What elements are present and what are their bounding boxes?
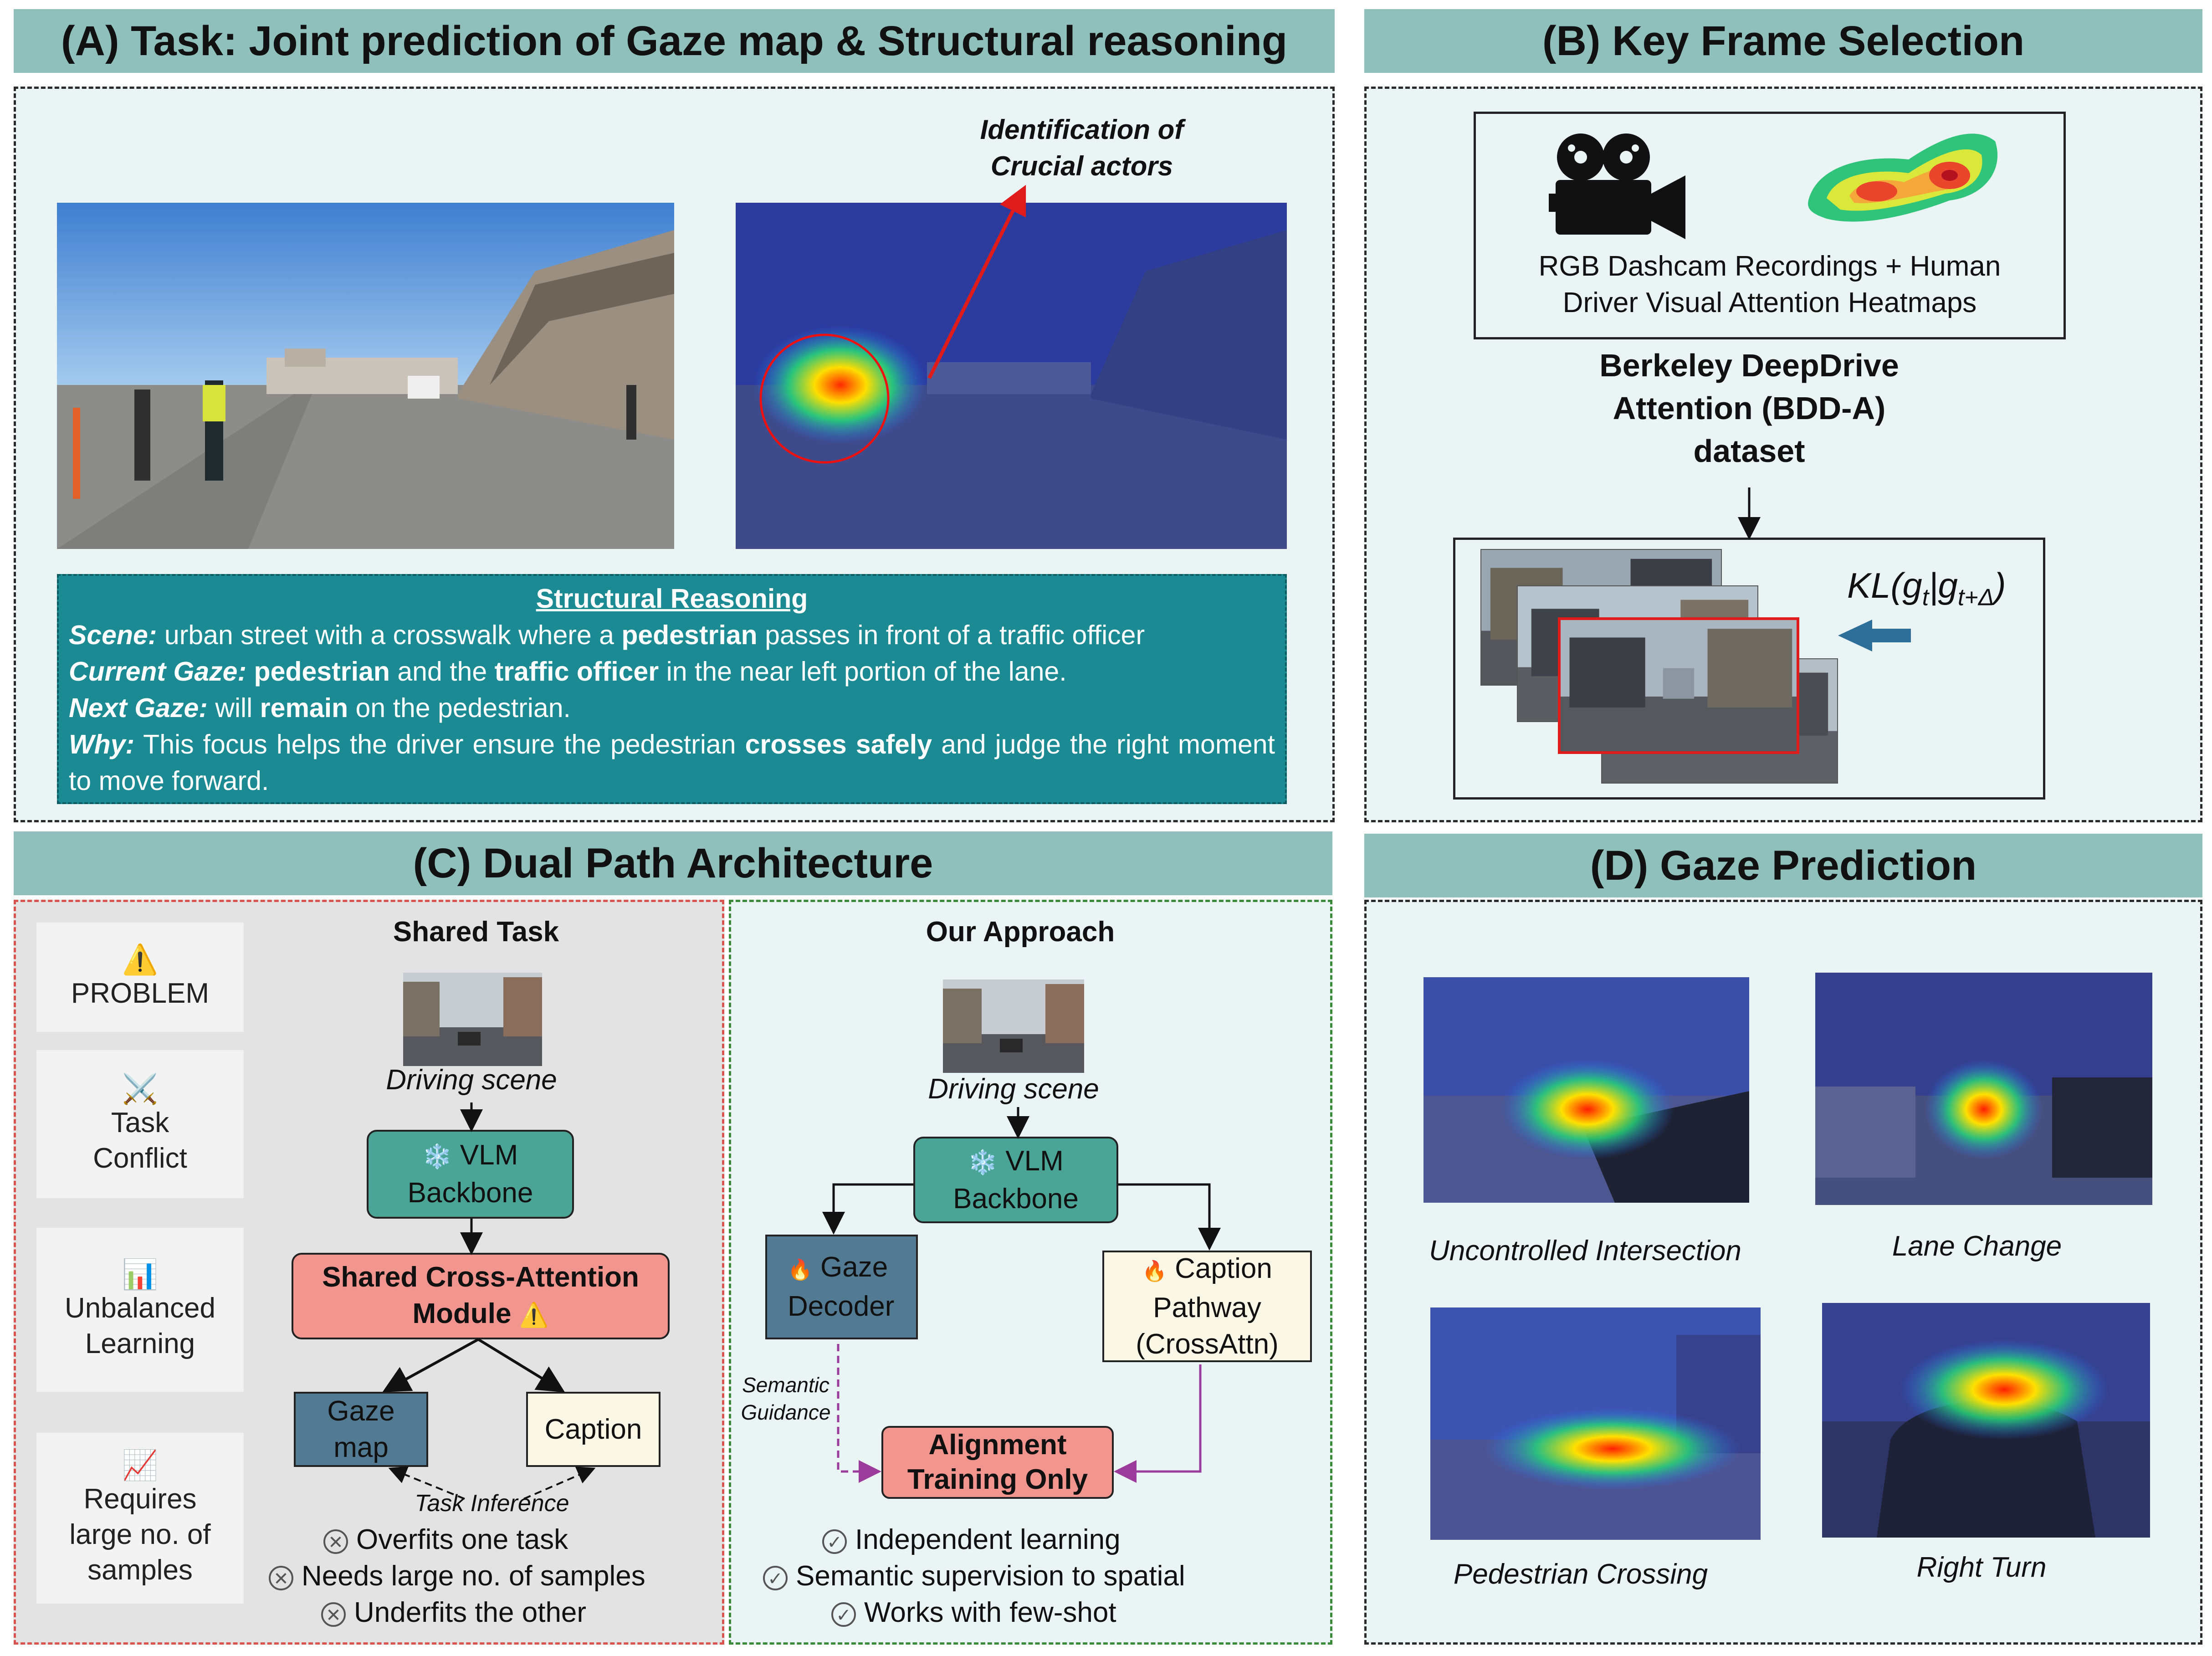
- bar-chart-icon: 📊: [122, 1258, 159, 1291]
- ours-bullet-2: ✓Semantic supervision to spatial: [763, 1558, 1185, 1594]
- unbalanced-learning-label: Unbalanced Learning: [65, 1292, 215, 1359]
- cross-icon: ✕: [323, 1529, 348, 1554]
- shared-caption-box: Caption: [526, 1392, 661, 1467]
- task-inference-label: Task Inference: [415, 1490, 569, 1517]
- ours-bullet-1: ✓Independent learning: [822, 1522, 1121, 1558]
- shared-scene-thumbnail: [403, 973, 542, 1066]
- gaze-result-pedestrian-crossing: [1430, 1307, 1761, 1540]
- cross-icon: ✕: [269, 1565, 293, 1590]
- gaze-result-uncontrolled-intersection: [1423, 977, 1749, 1203]
- ours-scene-thumbnail: [943, 979, 1084, 1073]
- annotation-arrow: [927, 185, 1026, 379]
- shared-bullet-1: ✕Overfits one task: [323, 1522, 568, 1558]
- dataset-line-2: Attention (BDD-A): [1613, 390, 1886, 426]
- structural-reasoning-box: Structural Reasoning Scene: urban street…: [57, 574, 1287, 804]
- cross-icon: ✕: [321, 1602, 346, 1627]
- check-icon: ✓: [763, 1565, 788, 1590]
- shared-bullet-3: ✕Underfits the other: [321, 1594, 586, 1631]
- source-line-2: Driver Visual Attention Heatmaps: [1562, 287, 1977, 318]
- warning-icon: ⚠️: [122, 943, 159, 976]
- camera-icon: [1549, 130, 1695, 239]
- arrow-left-icon: [1838, 620, 1911, 651]
- snowflake-icon: ❄️: [968, 1149, 998, 1176]
- ours-driving-scene-label: Driving scene: [928, 1073, 1099, 1105]
- check-icon: ✓: [831, 1602, 856, 1627]
- gaze-result-lane-change: [1815, 973, 2152, 1205]
- gaze-photo: [736, 203, 1287, 549]
- panel-a-header: (A) Task: Joint prediction of Gaze map &…: [14, 9, 1335, 73]
- panel-c-header: (C) Dual Path Architecture: [14, 831, 1332, 895]
- fire-icon: 🔥: [1142, 1260, 1167, 1282]
- street-photo: [57, 203, 674, 549]
- gaze-result-right-turn: [1822, 1303, 2150, 1538]
- caption-pathway-box: 🔥 Caption Pathway (CrossAttn): [1102, 1251, 1312, 1362]
- dataset-line-1: Berkeley DeepDrive: [1599, 348, 1899, 383]
- gaze-decoder-box: 🔥 Gaze Decoder: [765, 1235, 918, 1339]
- check-icon: ✓: [822, 1529, 847, 1554]
- structural-reasoning-title: Structural Reasoning: [536, 584, 808, 614]
- label-uncontrolled-intersection: Uncontrolled Intersection: [1429, 1235, 1741, 1266]
- kl-divergence-formula: KL(gt|gt+Δ): [1847, 565, 2006, 611]
- panel-b-title: (B) Key Frame Selection: [1542, 17, 2025, 64]
- current-gaze-line: Current Gaze: pedestrian and the traffic…: [69, 656, 1067, 687]
- shared-bullet-2: ✕Needs large no. of samples: [269, 1558, 645, 1594]
- problem-card: ⚠️ PROBLEM: [36, 923, 244, 1032]
- shared-cross-attention-module: Shared Cross-Attention Module ⚠️: [292, 1253, 670, 1339]
- annotation-line-1: Identification of: [980, 114, 1184, 145]
- large-samples-card: 📈 Requires large no. of samples: [36, 1433, 244, 1604]
- heatmap-icon: [1799, 123, 2004, 228]
- next-gaze-line: Next Gaze: will remain on the pedestrian…: [69, 693, 571, 723]
- task-conflict-label: Task Conflict: [93, 1107, 187, 1174]
- source-line-1: RGB Dashcam Recordings + Human: [1538, 251, 2001, 282]
- crucial-actors-annotation: Identification of Crucial actors: [934, 112, 1230, 185]
- task-conflict-card: ⚔️ Task Conflict: [36, 1050, 244, 1198]
- label-pedestrian-crossing: Pedestrian Crossing: [1453, 1559, 1708, 1590]
- label-right-turn: Right Turn: [1916, 1552, 2047, 1583]
- dataset-line-3: dataset: [1693, 433, 1805, 469]
- scene-line: Scene: urban street with a crosswalk whe…: [69, 620, 1145, 650]
- line-chart-icon: 📈: [122, 1448, 159, 1482]
- fire-icon: 🔥: [788, 1259, 813, 1281]
- label-lane-change: Lane Change: [1892, 1230, 2062, 1262]
- selected-key-frame: [1558, 617, 1799, 754]
- crossed-swords-icon: ⚔️: [122, 1072, 159, 1105]
- annotation-line-2: Crucial actors: [990, 151, 1173, 181]
- ours-bullet-3: ✓Works with few-shot: [831, 1594, 1116, 1631]
- panel-d-title: (D) Gaze Prediction: [1590, 842, 1977, 889]
- unbalanced-learning-card: 📊 Unbalanced Learning: [36, 1228, 244, 1392]
- ours-vlm-backbone: ❄️ VLM Backbone: [913, 1137, 1118, 1223]
- shared-driving-scene-label: Driving scene: [386, 1064, 557, 1096]
- panel-d-header: (D) Gaze Prediction: [1364, 834, 2202, 897]
- shared-task-title: Shared Task: [393, 916, 559, 948]
- dataset-source-text: RGB Dashcam Recordings + Human Driver Vi…: [1476, 248, 2064, 321]
- snowflake-icon: ❄️: [422, 1143, 452, 1170]
- large-samples-label: Requires large no. of samples: [69, 1483, 211, 1586]
- dataset-name: Berkeley DeepDrive Attention (BDD-A) dat…: [1503, 344, 1995, 472]
- panel-b-header: (B) Key Frame Selection: [1364, 9, 2202, 73]
- why-line: Why: This focus helps the driver ensure …: [69, 729, 1275, 796]
- our-approach-title: Our Approach: [926, 916, 1115, 948]
- panel-a-title: (A) Task: Joint prediction of Gaze map &…: [61, 17, 1288, 64]
- warning-icon: ⚠️: [519, 1302, 549, 1328]
- panel-c-title: (C) Dual Path Architecture: [413, 840, 933, 887]
- problem-label: PROBLEM: [71, 978, 210, 1009]
